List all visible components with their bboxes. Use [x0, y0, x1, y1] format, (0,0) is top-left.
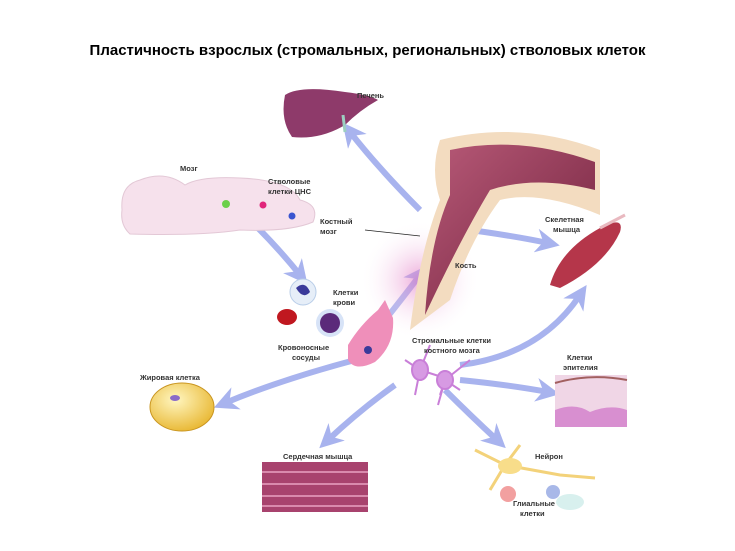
label-blood-cells-2: крови: [333, 298, 356, 307]
label-blood-cells: Клетки: [333, 288, 359, 297]
slide-title: Пластичность взрослых (стромальных, реги…: [89, 42, 646, 59]
blood-vessel-illustration: [348, 300, 394, 367]
label-skeletal-muscle-2: мышца: [553, 225, 581, 234]
label-cns-stem: Стволовые: [268, 177, 310, 186]
label-liver: Печень: [357, 91, 384, 100]
bone-illustration: [360, 132, 600, 340]
label-neuron: Нейрон: [535, 452, 563, 461]
label-epithelium-2: эпителия: [563, 363, 598, 372]
arrow-to-neuron: [442, 387, 506, 449]
arrow-brain-to-blood: [252, 222, 308, 285]
label-fat-cell: Жировая клетка: [139, 373, 201, 382]
arrow-to-cardiac: [319, 382, 397, 449]
label-skeletal-muscle: Скелетная: [545, 215, 584, 224]
label-cardiac-muscle: Сердечная мышца: [283, 452, 353, 461]
fat-cell-illustration: [149, 382, 215, 432]
arrow-to-liver: [342, 122, 423, 213]
liver-illustration: [283, 89, 378, 138]
arrow-stromal-to-muscle: [459, 285, 587, 368]
marrow-pointer-line: [364, 229, 421, 237]
label-glial-cells-2: клетки: [520, 509, 545, 518]
label-stromal-cells: Стромальные клетки: [412, 336, 491, 345]
label-blood-vessels-2: сосуды: [292, 353, 320, 362]
label-brain: Мозг: [180, 164, 198, 173]
arrow-to-fat: [213, 357, 356, 410]
label-glial-cells: Глиальные: [513, 499, 555, 508]
stromal-cells-illustration: [404, 344, 471, 406]
arrow-to-epithelium: [459, 377, 560, 402]
label-epithelium: Клетки: [567, 353, 593, 362]
label-stromal-cells-2: костного мозга: [424, 346, 481, 355]
label-bone-marrow-2: мозг: [320, 227, 337, 236]
cardiac-muscle-illustration: [262, 462, 368, 512]
skeletal-muscle-illustration: [550, 213, 626, 288]
label-bone: Кость: [455, 261, 477, 270]
blood-cells-illustration: [277, 278, 344, 337]
label-cns-stem-2: клетки ЦНС: [268, 187, 312, 196]
neuron-illustration: [474, 444, 596, 510]
label-blood-vessels: Кровоносные: [278, 343, 329, 352]
label-bone-marrow: Костный: [320, 217, 353, 226]
brain-illustration: [121, 175, 316, 235]
epithelium-illustration: [554, 375, 628, 427]
